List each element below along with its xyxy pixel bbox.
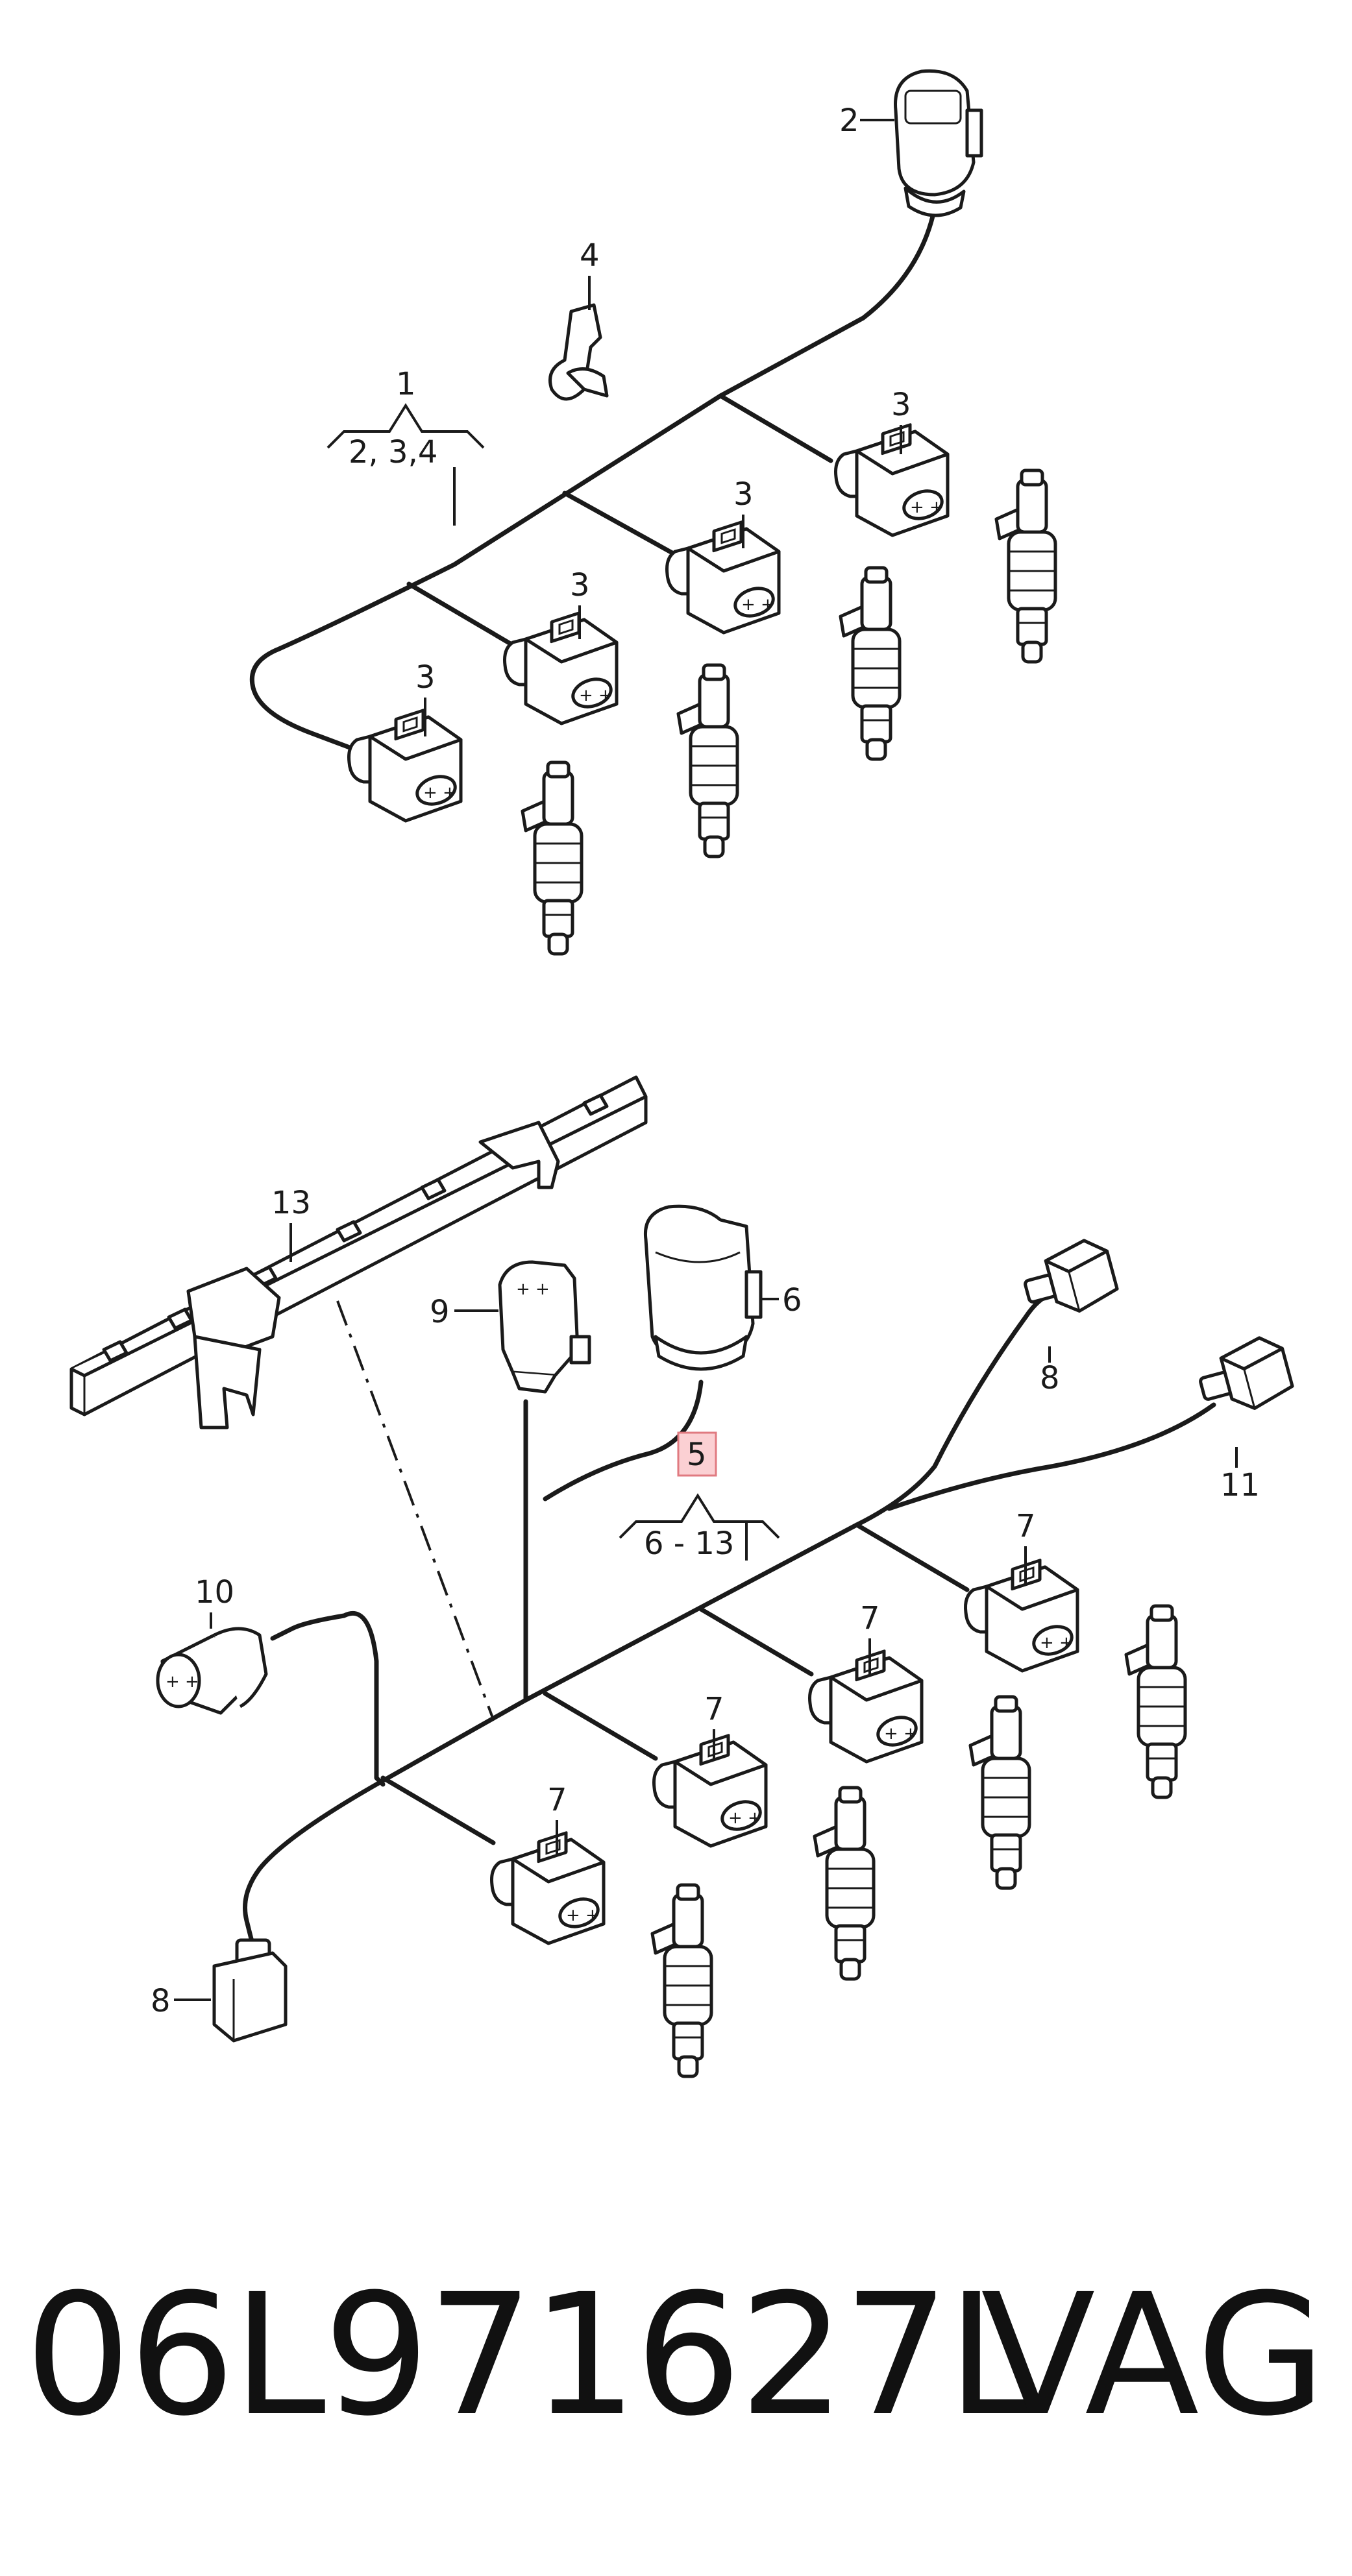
connector-7 xyxy=(492,1833,604,1943)
main-harness-wire xyxy=(243,1522,859,1949)
callout-7: 7 xyxy=(1016,1508,1036,1544)
harness-assembly-1: 2 4 1 2, 3,4 3 3 3 3 xyxy=(249,69,1055,954)
brand-name: VAG xyxy=(981,2258,1326,2453)
callout-7: 7 xyxy=(547,1782,567,1818)
svg-text:+ +: + + xyxy=(166,1672,199,1692)
callout-8: 8 xyxy=(1040,1360,1060,1396)
sensor-10: + + xyxy=(156,1627,268,1715)
callout-3: 3 xyxy=(570,567,590,603)
main-plug-2 xyxy=(894,69,983,217)
connector-7 xyxy=(810,1651,922,1762)
fuel-injector xyxy=(996,470,1055,662)
callout-10: 10 xyxy=(195,1574,234,1610)
callout-13: 13 xyxy=(271,1185,311,1221)
callout-1: 1 xyxy=(396,366,416,402)
fuel-injector xyxy=(678,665,737,857)
connector-7 xyxy=(966,1561,1078,1671)
callout-7: 7 xyxy=(704,1691,724,1727)
connector-3 xyxy=(836,425,948,535)
main-plug-6 xyxy=(643,1204,763,1371)
callout-3: 3 xyxy=(891,387,911,423)
callout-5-highlight[interactable]: 5 xyxy=(677,1431,717,1477)
callout-3: 3 xyxy=(733,476,754,513)
callout-8: 8 xyxy=(151,1983,171,2019)
svg-text:+ +: + + xyxy=(516,1280,550,1299)
callout-5: 5 xyxy=(687,1437,707,1473)
fuel-injector xyxy=(815,1788,874,1979)
harness-assembly-5: + + + + 13 9 6 8 xyxy=(69,1075,1296,2076)
fuel-injector xyxy=(652,1885,711,2076)
highlight-box xyxy=(677,1431,717,1477)
connector-3 xyxy=(667,522,780,633)
branch-wire xyxy=(562,491,684,561)
plug-9: + + xyxy=(498,1260,591,1394)
callout-7: 7 xyxy=(860,1600,880,1636)
clip-4 xyxy=(548,303,609,401)
fuel-injector xyxy=(970,1697,1029,1888)
connector-3 xyxy=(505,613,617,723)
callout-11: 11 xyxy=(1220,1467,1260,1503)
callout-5-range: 6 - 13 xyxy=(644,1525,734,1562)
plug-8 xyxy=(212,1938,288,2043)
callout-9: 9 xyxy=(430,1294,450,1330)
callout-1-range: 2, 3,4 xyxy=(349,434,437,470)
main-harness-wire xyxy=(249,205,937,755)
fuel-injector xyxy=(1126,1606,1185,1797)
callout-6: 6 xyxy=(782,1282,802,1318)
fuel-injector xyxy=(522,762,582,954)
harness-rail-13 xyxy=(69,1075,648,1429)
part-number: 06L971627L xyxy=(25,2258,1040,2453)
branch-wire xyxy=(406,581,522,651)
branch-wire xyxy=(718,393,833,463)
callout-3: 3 xyxy=(415,659,436,696)
connector-7 xyxy=(654,1736,767,1846)
connector-3 xyxy=(349,711,461,821)
callout-4: 4 xyxy=(580,237,600,274)
footer: 06L971627L VAG xyxy=(0,2258,1352,2472)
callout-2: 2 xyxy=(839,103,859,139)
fuel-injector xyxy=(841,568,900,759)
